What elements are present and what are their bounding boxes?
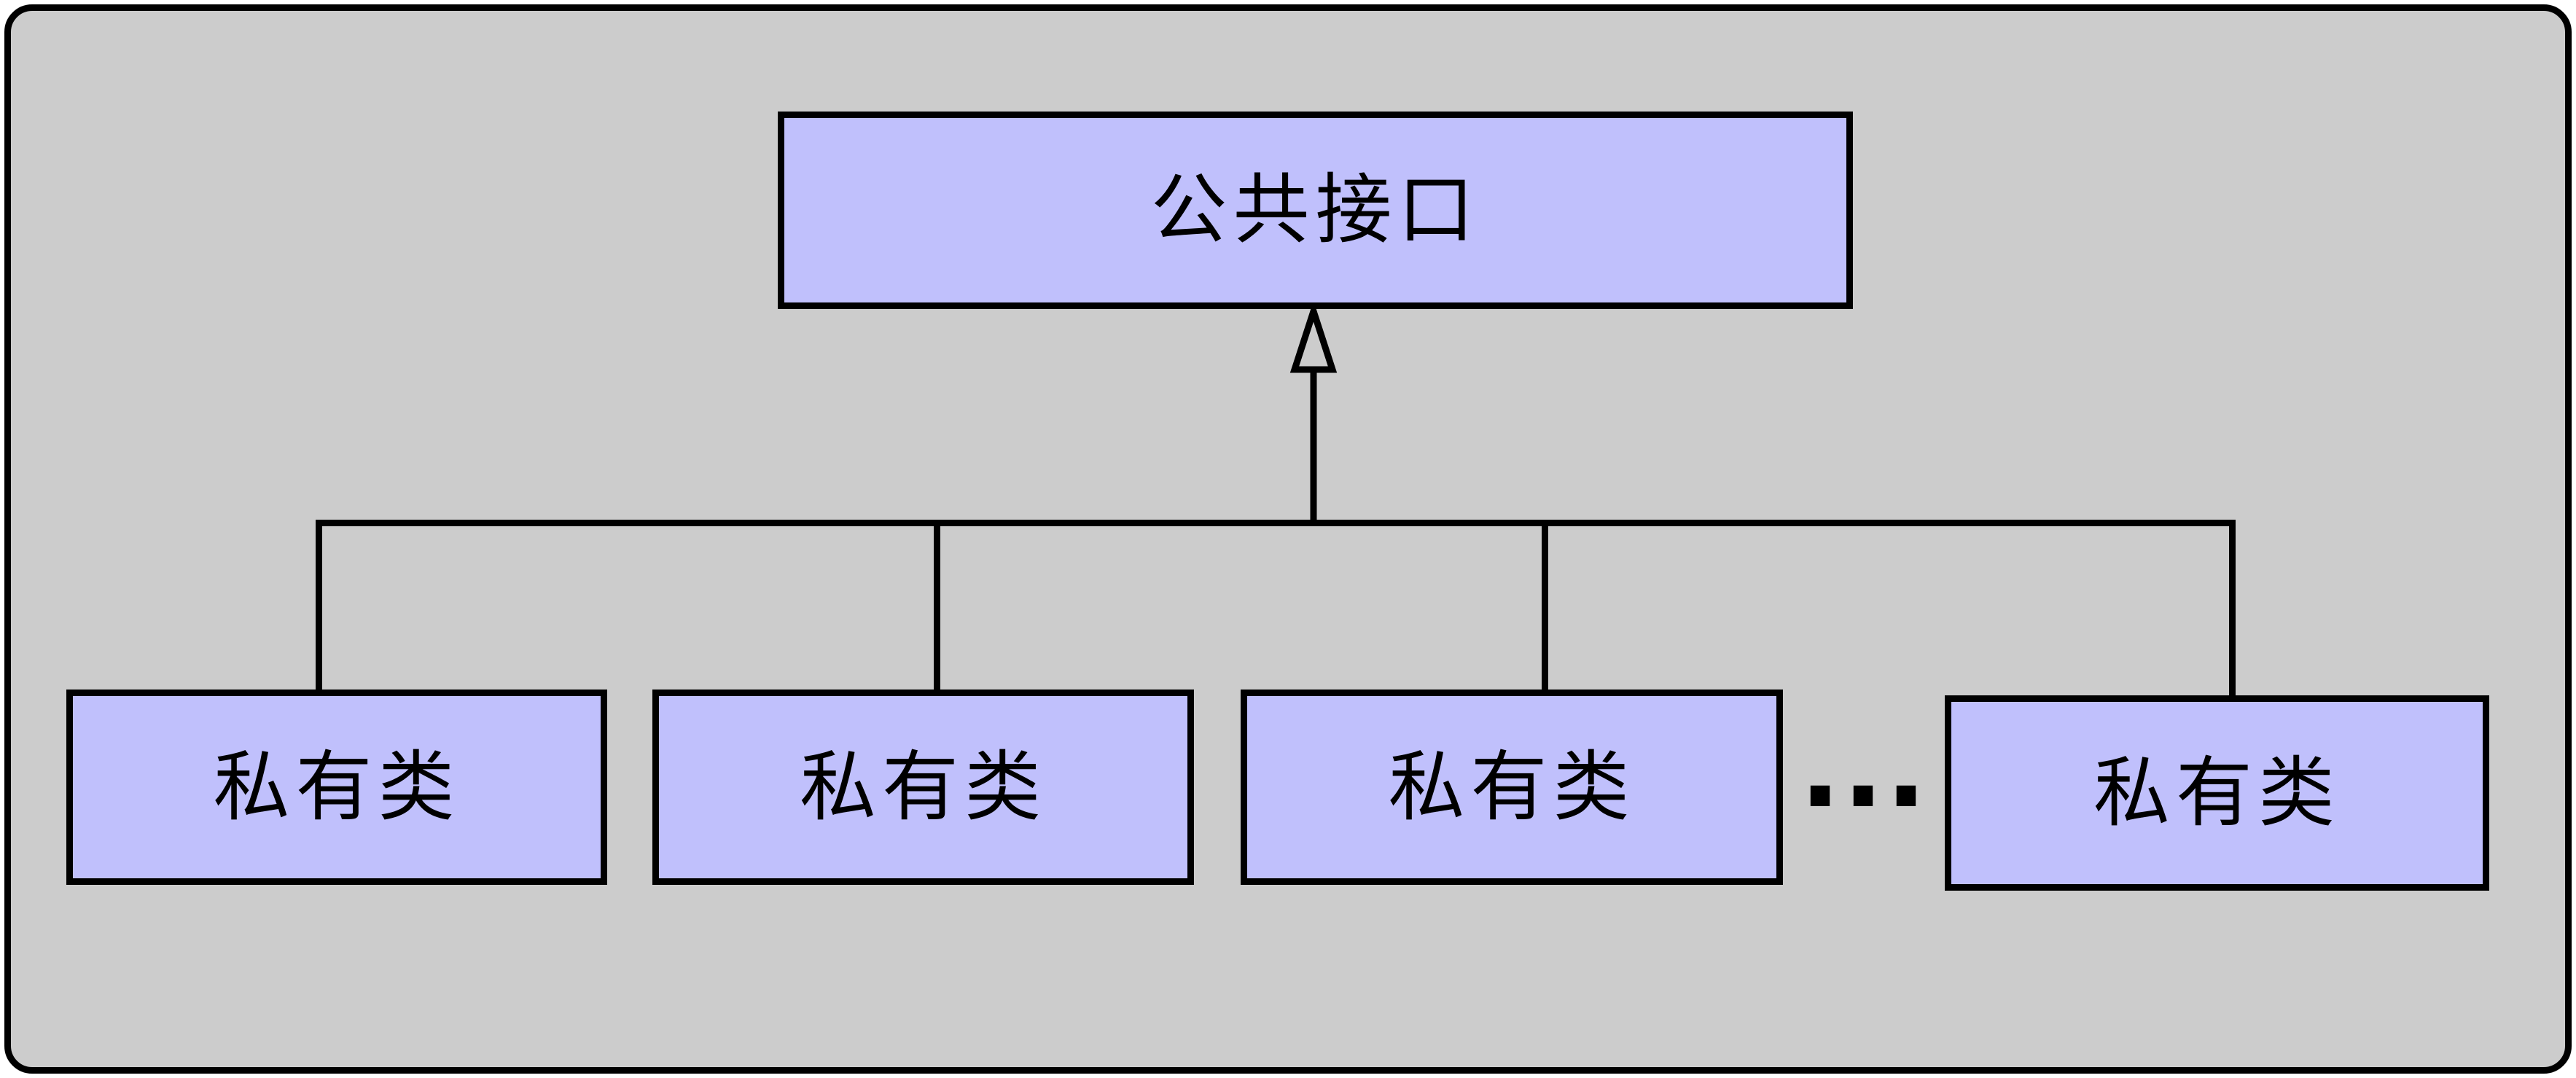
public-interface-label: 公共接口 [1150, 165, 1480, 254]
private-class-box-2: 私有类 [652, 690, 1194, 885]
private-class-label: 私有类 [799, 742, 1047, 832]
connector-drop-line-2 [934, 520, 940, 695]
generalization-arrow-icon [1289, 307, 1338, 526]
ellipsis-dots: ··· [1799, 733, 1929, 860]
private-class-label: 私有类 [2093, 748, 2341, 837]
connector-drop-line-1 [316, 520, 322, 695]
public-interface-box: 公共接口 [778, 112, 1853, 309]
private-class-label: 私有类 [1388, 742, 1636, 832]
private-class-box-3: 私有类 [1241, 690, 1783, 885]
private-class-box-1: 私有类 [66, 690, 607, 885]
connector-drop-line-4 [2229, 520, 2236, 700]
private-class-box-4: 私有类 [1945, 695, 2489, 891]
private-class-label: 私有类 [213, 742, 461, 832]
connector-horizontal-line [316, 520, 2236, 526]
connector-drop-line-3 [1542, 520, 1548, 695]
